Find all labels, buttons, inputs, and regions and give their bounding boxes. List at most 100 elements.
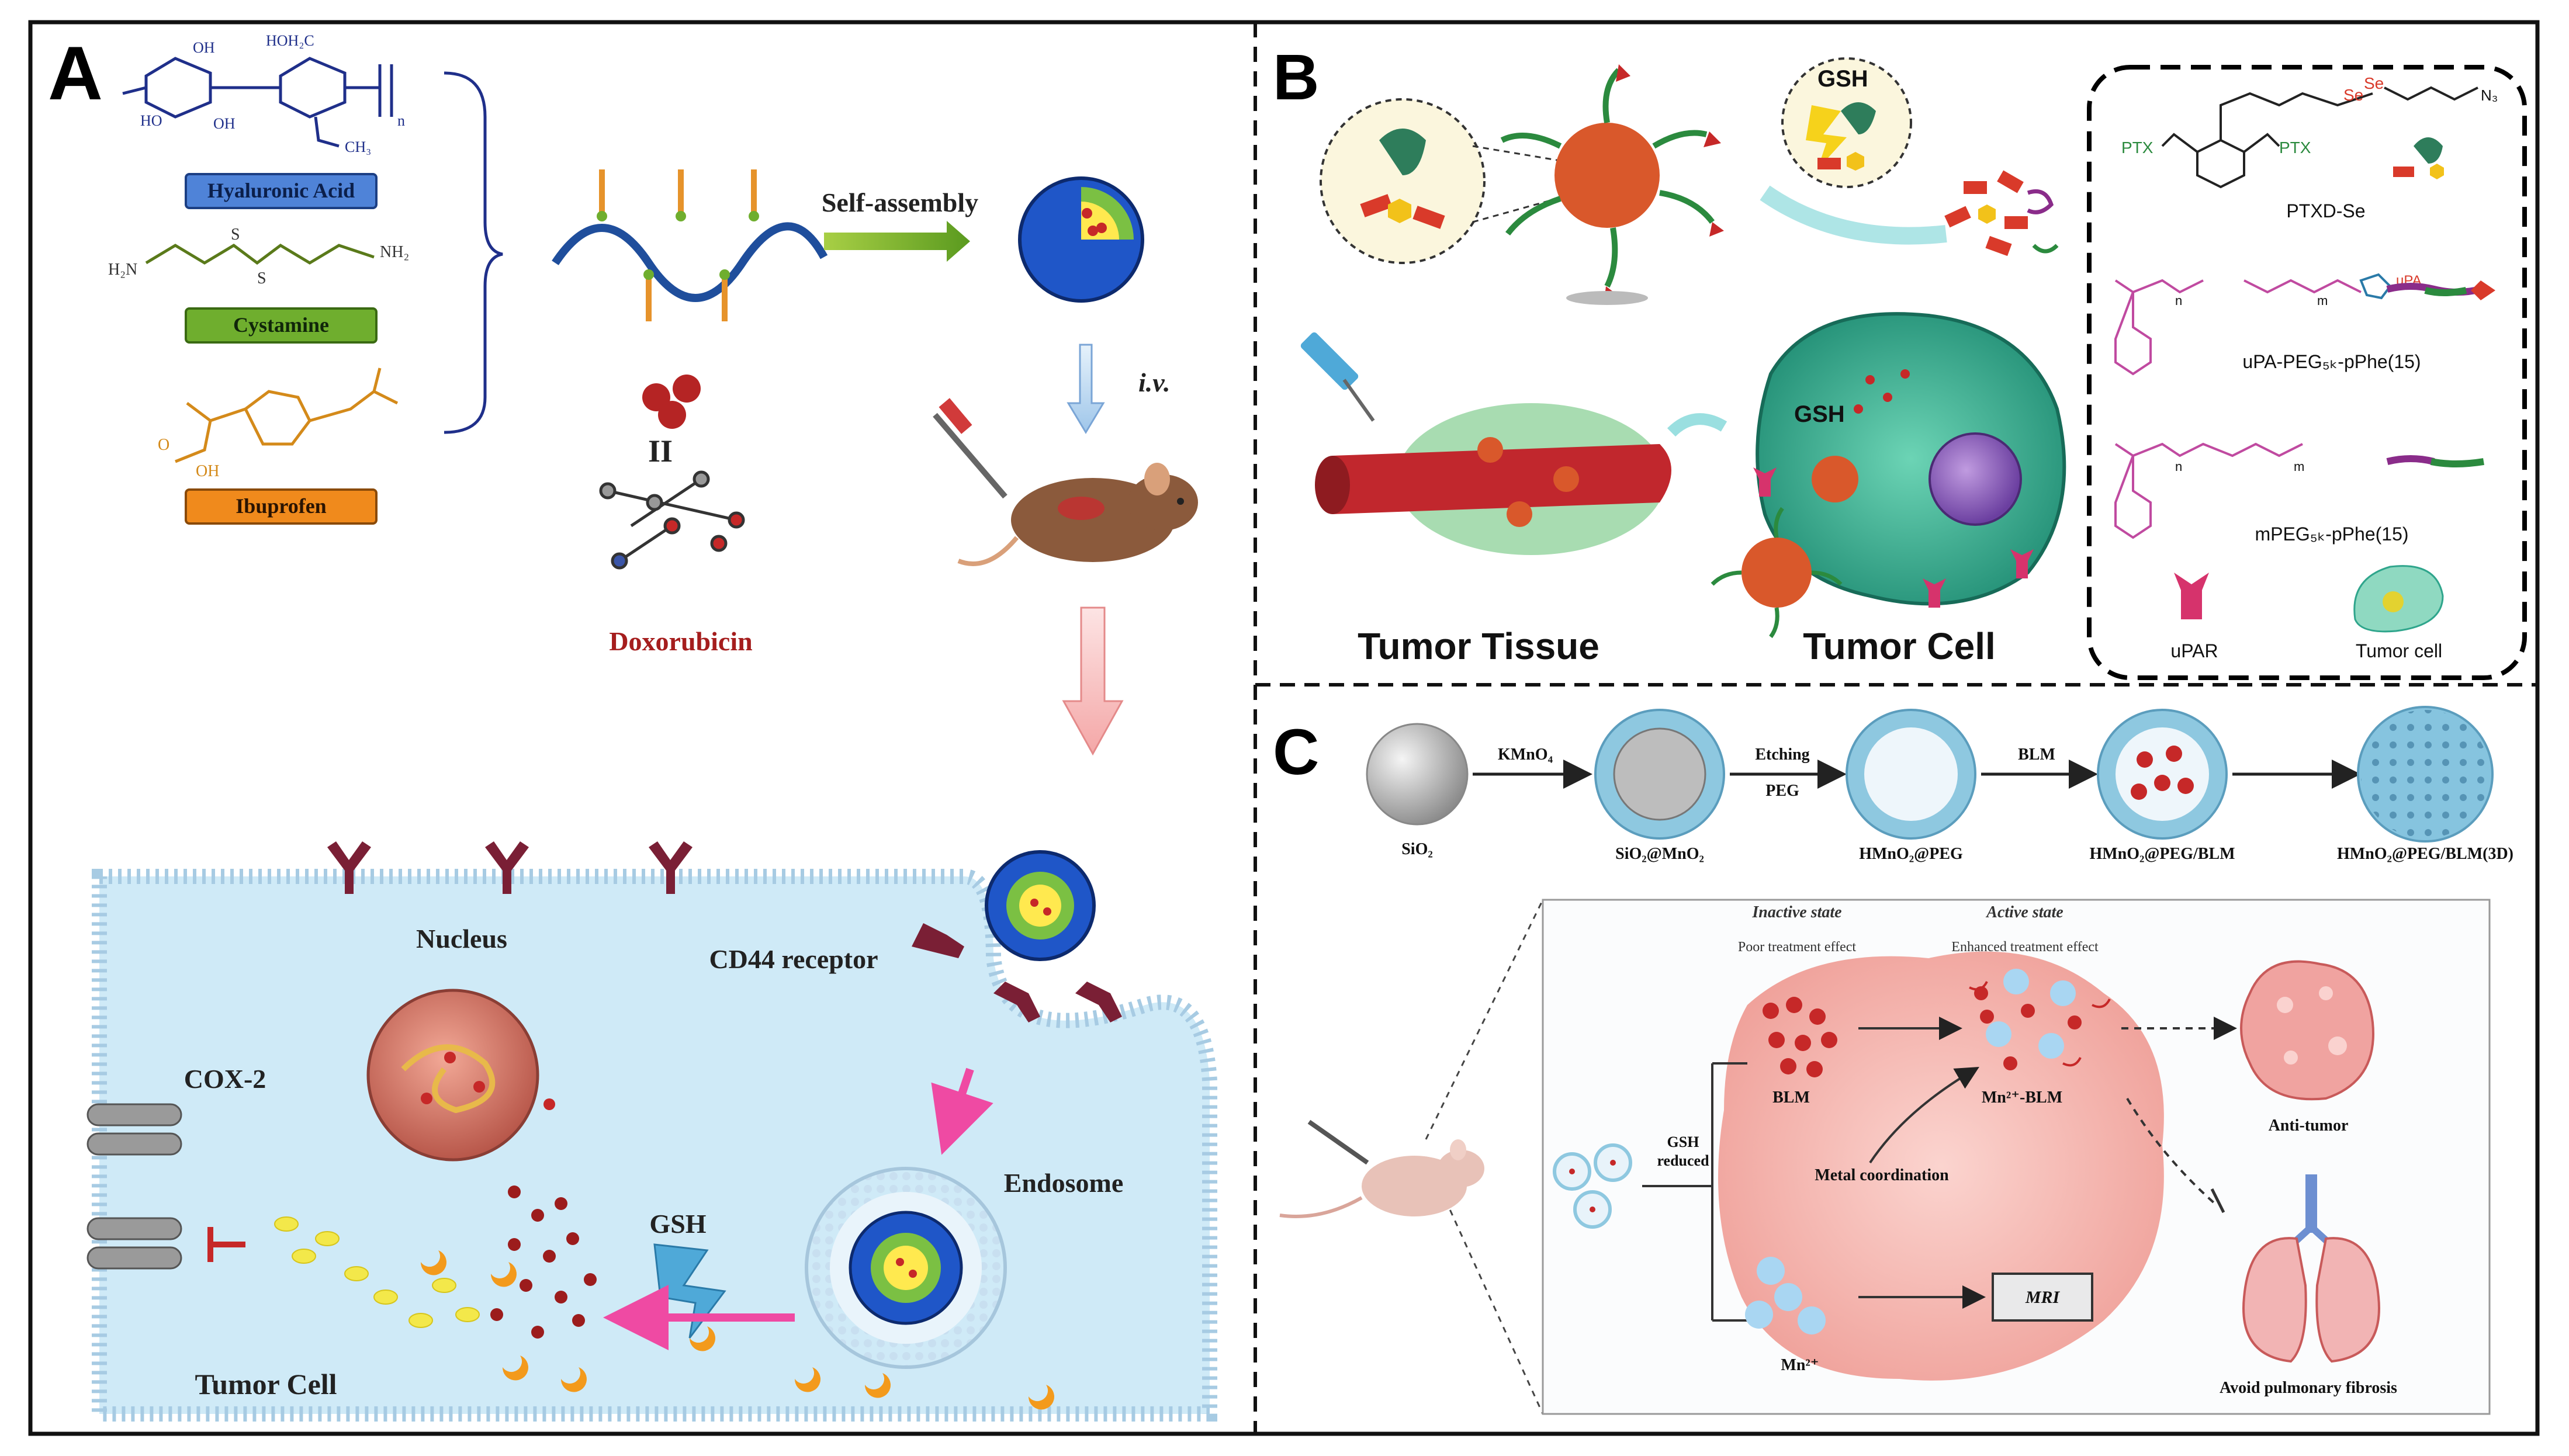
chem-label-oh1: OH [193, 39, 215, 56]
upar-receptors-b [1753, 467, 2034, 608]
label-self-assembly: Self-assembly [822, 188, 978, 217]
zoom-bubble-left [1320, 98, 1486, 264]
doxorubicin-dots [490, 1185, 597, 1339]
label-tumor-cell-b: Tumor Cell [1803, 625, 1996, 667]
mn-blm-cluster [1969, 969, 2111, 1070]
label-hyaluronic-acid: Hyaluronic Acid [207, 179, 355, 202]
chem-label-n: n [397, 112, 405, 129]
chem-n3: N₃ [2481, 86, 2498, 104]
endosome-icon [805, 1167, 1007, 1369]
chem-label-s1: S [231, 226, 240, 244]
label-doxorubicin: Doxorubicin [609, 626, 752, 656]
label-etching: Etching [1755, 746, 1809, 764]
bracket [444, 71, 503, 434]
label-gsh-bubble: GSH [1817, 66, 1868, 92]
zoom-line-c1 [1425, 899, 1544, 1140]
tumor-cell-legend-nucleus [2383, 591, 2404, 612]
upar-legend-icon [2174, 573, 2209, 619]
label-upar: uPAR [2170, 640, 2218, 661]
chem-label-oh2: HO [140, 112, 162, 129]
label-kmno4: KMnO₄ [1498, 746, 1553, 764]
arrow-down-pink [1062, 606, 1124, 756]
mri-box [1992, 1273, 2093, 1322]
arrow-release-b [1760, 185, 1947, 245]
nucleus-icon [366, 989, 555, 1162]
label-mpeg: mPEG₅ₖ-pPhe(15) [2255, 524, 2408, 545]
polymer-chain [552, 169, 828, 321]
panel-c-letter: C [1273, 716, 1319, 788]
label-tumor-cell-legend: Tumor cell [2356, 640, 2442, 661]
cystamine-structure [145, 243, 375, 265]
ptxd-se-structure [2161, 86, 2478, 189]
figure-border [28, 20, 2540, 1436]
tumor-cell-b [1756, 312, 2066, 606]
label-upa-peg: uPA-PEG₅ₖ-pPhe(15) [2242, 351, 2421, 372]
arrow-iv [1067, 344, 1105, 434]
label-ibuprofen: Ibuprofen [236, 494, 326, 518]
arrow-lung [2126, 1097, 2216, 1205]
inhibition-mark [207, 1227, 245, 1262]
label-enhanced-effect: Enhanced treatment effect [1951, 940, 2099, 955]
label-cd44-receptor: CD44 receptor [709, 944, 878, 974]
upa-peg-structure [2114, 273, 2392, 376]
label-sio2: SiO₂ [1401, 840, 1433, 858]
mpeg-structure [2114, 442, 2303, 539]
blm-cluster [1763, 997, 1837, 1077]
chem-m2: m [2294, 459, 2304, 474]
label-nucleus: Nucleus [416, 924, 507, 954]
mn2-particles [1745, 1257, 1826, 1334]
legend-box-b [2087, 65, 2527, 680]
upa-peg-icon [2386, 280, 2495, 300]
chem-se: Se [2343, 86, 2363, 104]
chem-label-ibu-oh: OH [196, 462, 219, 480]
blood-vessel-icon [1315, 403, 1671, 555]
nanoparticle-receptor-icon [985, 850, 1096, 961]
crescent-icons [420, 1227, 1054, 1410]
label-cox2: COX-2 [184, 1064, 266, 1094]
panel-c: C SiO₂ KMnO₄ SiO₂@MnO₂ Etching PEG HMnO₂… [1273, 706, 2513, 1415]
label-inactive-state: Inactive state [1751, 903, 1841, 921]
doxorubicin-molecule-icon [599, 375, 745, 570]
label-metal-coordination: Metal coordination [1815, 1166, 1949, 1184]
released-fragments [1944, 170, 2059, 256]
chem-se2: Se [2364, 74, 2384, 92]
chem-n2: n [2175, 459, 2182, 474]
label-peg: PEG [1765, 782, 1799, 800]
lung-icon [2242, 1174, 2380, 1363]
ibuprofen-dots [274, 1216, 480, 1328]
hmno2-3d-texture [2361, 710, 2490, 838]
gsh-bubble [1781, 57, 1912, 188]
chem-label-h2n: H₂N [108, 261, 137, 279]
label-box-ibuprofen [185, 488, 378, 525]
hmno2-peg-core [1864, 727, 1958, 821]
cox2-channel-icons [86, 1103, 182, 1270]
chem-label-oh3: OH [213, 115, 236, 132]
chem-label-s2: S [257, 269, 266, 287]
gsh-particles [1553, 1143, 1632, 1229]
sio2-mno2-core [1613, 727, 1706, 821]
chem-label-nh2: NH₂ [380, 243, 409, 261]
label-iv: i.v. [1138, 368, 1171, 397]
hyaluronic-acid-structure [122, 57, 393, 148]
chem-label-ch3: CH₃ [345, 138, 371, 155]
split-bracket [1642, 1062, 1747, 1322]
syringe-icon [1300, 332, 1375, 422]
label-ptxd-se: PTXD-Se [2286, 200, 2365, 221]
arrow-to-cell [1667, 413, 1727, 437]
label-gsh-reduced-1: GSH [1667, 1133, 1699, 1150]
chem-label-ibu-o: O [158, 436, 169, 454]
anti-tumor-icon [2240, 960, 2374, 1101]
arrow-endocytosis [931, 1067, 993, 1155]
equals-sign: II [648, 434, 673, 469]
label-gsh-a: GSH [649, 1209, 706, 1239]
mouse-injection-icon [1279, 1119, 1484, 1218]
label-active-state: Active state [1985, 903, 2063, 921]
arrow-metal-coordination [1869, 1066, 1979, 1164]
arrow-self-assembly [824, 221, 970, 262]
chem-ptx1: PTX [2121, 138, 2153, 157]
label-gsh-cell: GSH [1794, 401, 1845, 427]
chem-label-hoh2c: HOH₂C [266, 32, 314, 49]
label-hmno2-peg-blm: HMnO₂@PEG/BLM [2089, 845, 2235, 863]
label-gsh-reduced-2: reduced [1657, 1152, 1709, 1169]
